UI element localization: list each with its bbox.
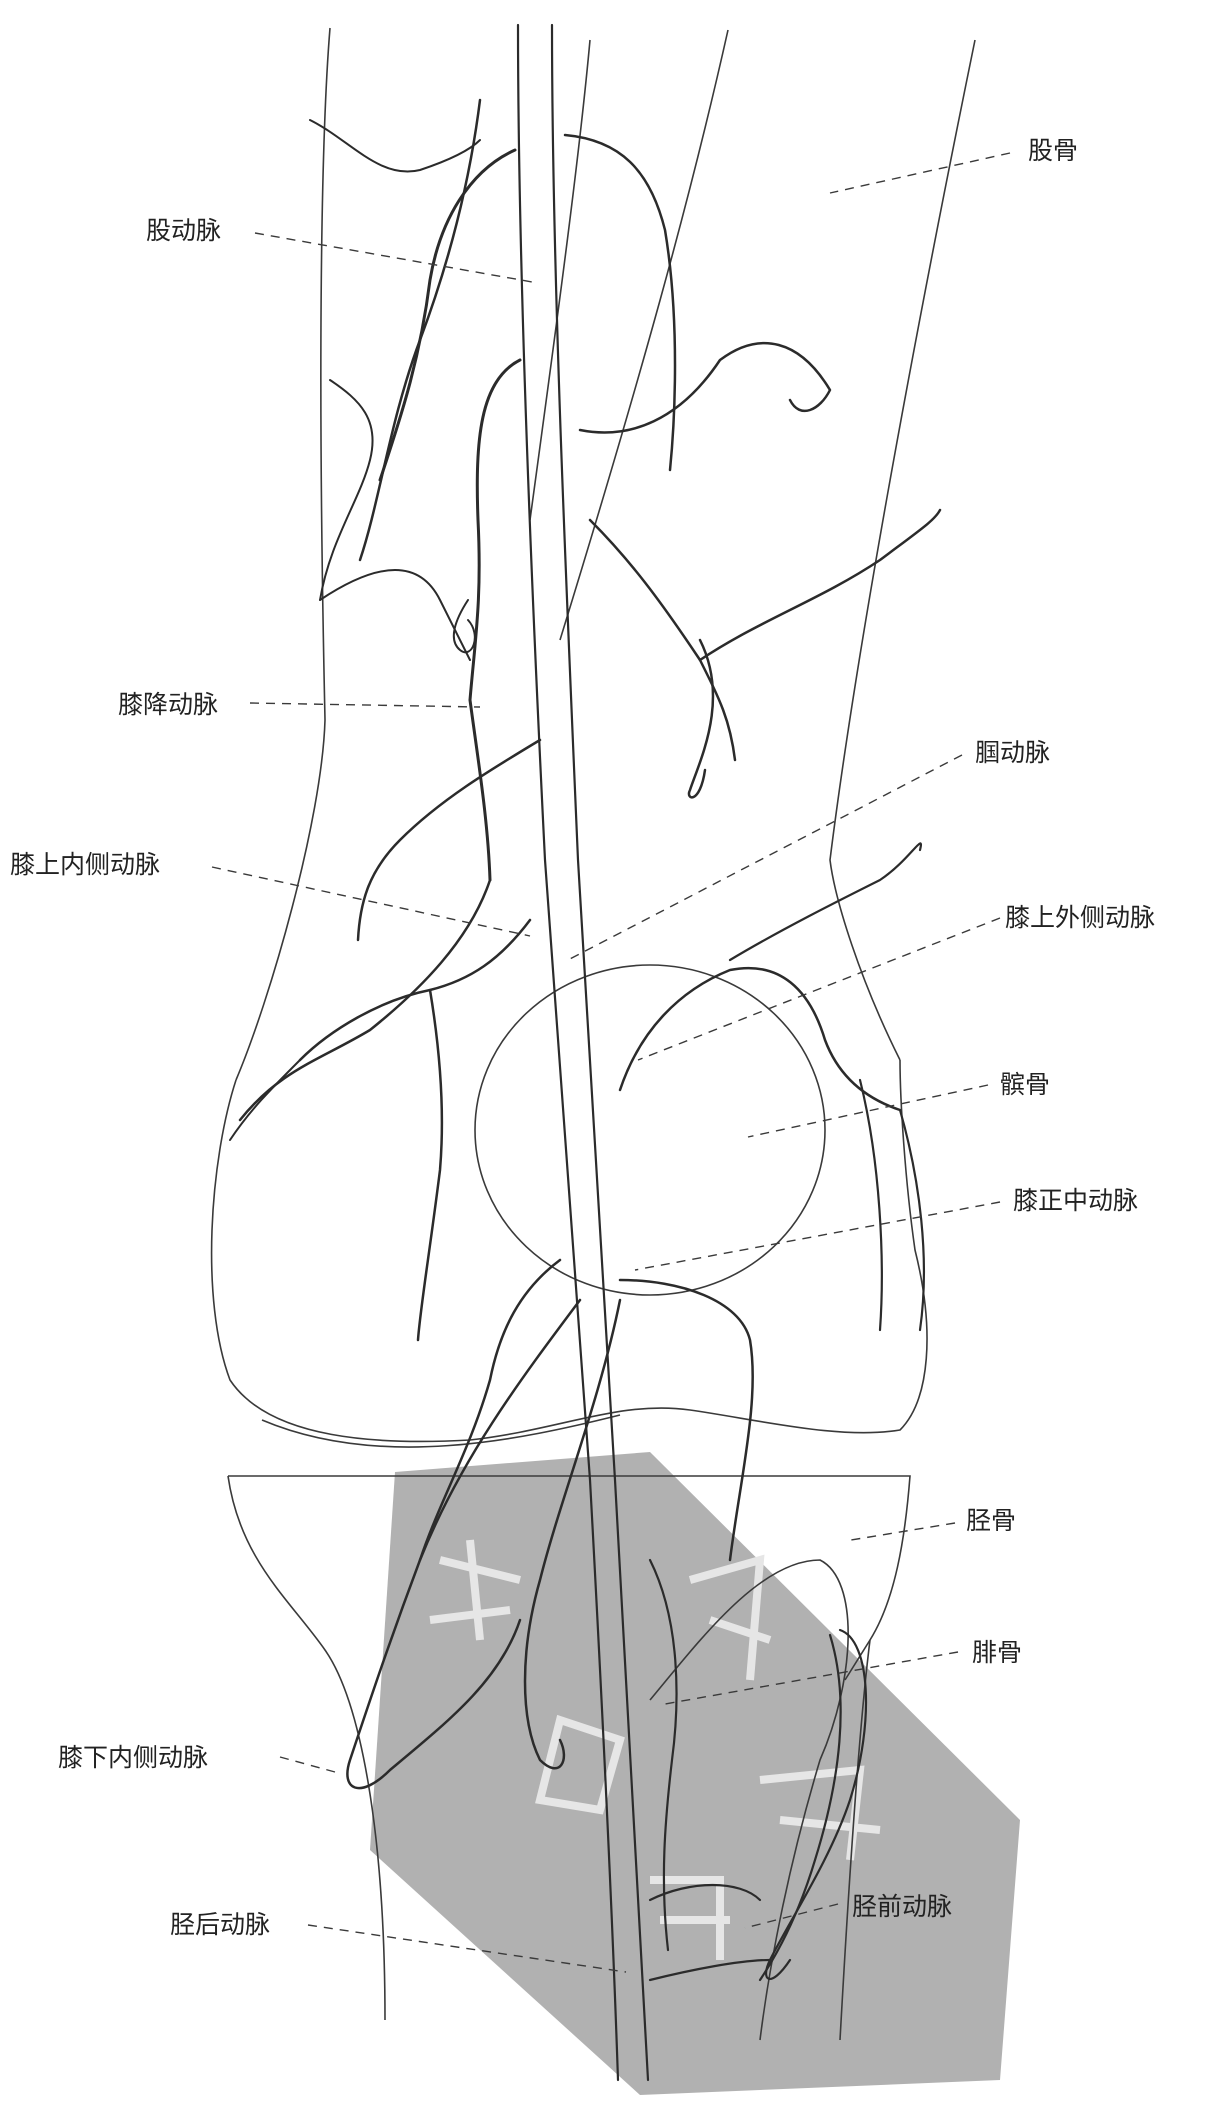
label-descending-genicular-artery: 膝降动脉 bbox=[118, 690, 219, 719]
fibula-outline bbox=[649, 1559, 849, 2041]
label-femoral-artery: 股动脉 bbox=[146, 216, 222, 245]
superior-lateral-genicular-branches bbox=[563, 133, 942, 1332]
label-superior-lateral-genicular-artery: 膝上外侧动脉 bbox=[1005, 903, 1156, 932]
inferior-genicular-branches bbox=[346, 1258, 868, 1982]
label-popliteal-artery: 腘动脉 bbox=[975, 738, 1051, 767]
leg-outline bbox=[235, 27, 976, 1081]
patella-outline bbox=[474, 964, 826, 1296]
descending-genicular-branches bbox=[238, 98, 542, 1122]
label-fibula: 腓骨 bbox=[972, 1638, 1023, 1667]
label-femur: 股骨 bbox=[1028, 136, 1079, 165]
femoral-popliteal-artery bbox=[516, 23, 650, 2082]
label-patella: 髌骨 bbox=[1000, 1070, 1051, 1099]
tibia-outline bbox=[227, 1475, 911, 2041]
leader-lines bbox=[211, 152, 1011, 1973]
superior-medial-genicular-branches bbox=[229, 918, 532, 1342]
label-inferior-medial-genicular-artery: 膝下内侧动脉 bbox=[58, 1743, 209, 1772]
femur-lower-end bbox=[210, 1059, 928, 1448]
watermark-seal bbox=[370, 1452, 1020, 2095]
label-anterior-tibial-artery: 胫前动脉 bbox=[852, 1892, 953, 1921]
label-tibia: 胫骨 bbox=[966, 1506, 1017, 1535]
label-middle-genicular-artery: 膝正中动脉 bbox=[1013, 1186, 1139, 1215]
label-superior-medial-genicular-artery: 膝上内侧动脉 bbox=[10, 850, 161, 879]
label-posterior-tibial-artery: 胫后动脉 bbox=[170, 1910, 271, 1939]
